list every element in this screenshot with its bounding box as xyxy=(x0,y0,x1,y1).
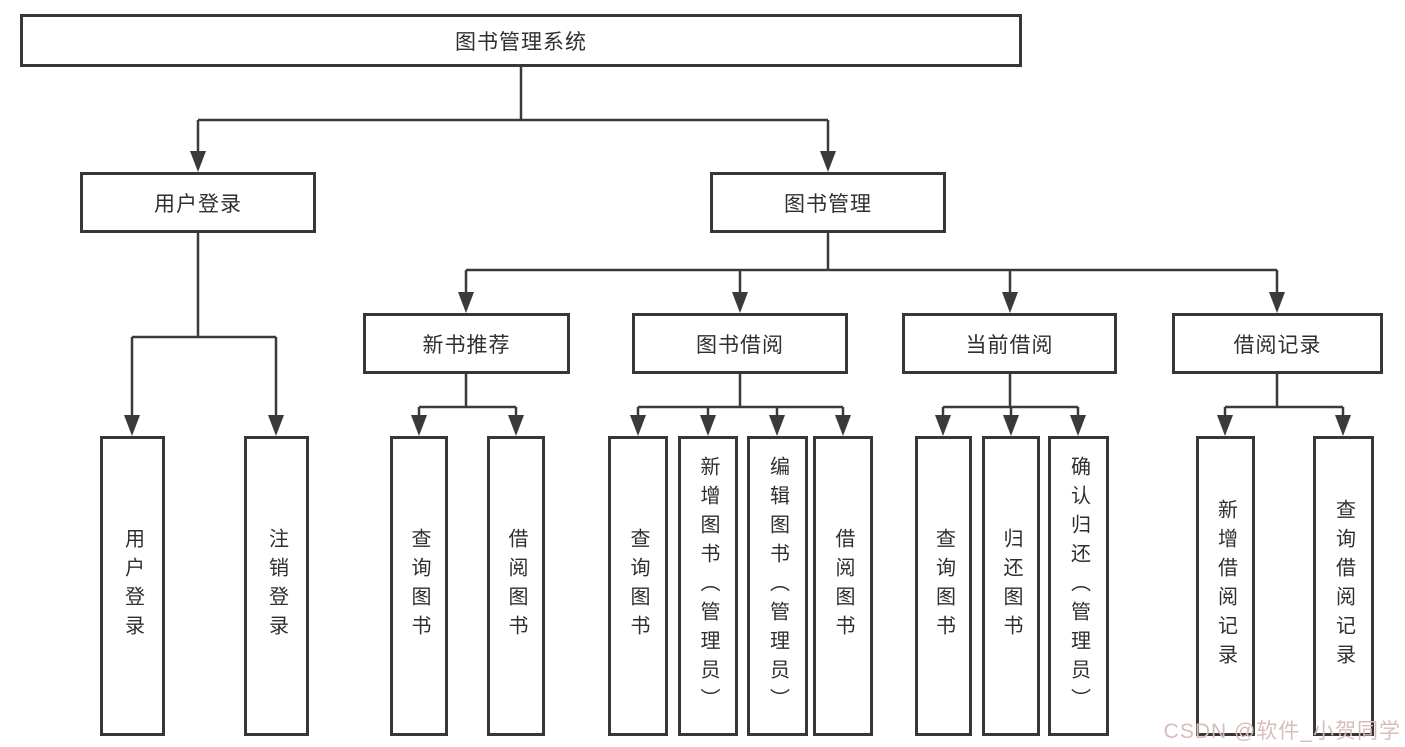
node-label: 当前借阅 xyxy=(965,333,1054,357)
node-label: 借阅记录 xyxy=(1233,333,1322,357)
node-leaf-br-query-record: 查询借阅记录 xyxy=(1313,436,1374,736)
node-label: 查询图书 xyxy=(408,528,430,644)
node-label: 用户登录 xyxy=(154,192,242,216)
node-book-borrowing: 图书借阅 xyxy=(632,313,848,374)
node-leaf-bb-edit-books-admin: 编辑图书（管理员） xyxy=(747,436,808,736)
node-label: 查询图书 xyxy=(932,528,955,644)
node-book-management: 图书管理 xyxy=(710,172,946,233)
node-leaf-logout: 注销登录 xyxy=(244,436,309,736)
node-label: 查询图书 xyxy=(627,528,649,644)
node-current-borrowing: 当前借阅 xyxy=(902,313,1117,374)
node-leaf-nbr-query-books: 查询图书 xyxy=(390,436,448,736)
node-label: 用户登录 xyxy=(121,528,144,644)
node-label: 新增图书（管理员） xyxy=(697,455,719,717)
node-leaf-cb-confirm-return-admin: 确认归还（管理员） xyxy=(1048,436,1109,736)
node-label: 借阅图书 xyxy=(505,528,527,644)
node-root-system: 图书管理系统 xyxy=(20,14,1022,67)
node-leaf-bb-borrow-books: 借阅图书 xyxy=(813,436,873,736)
csdn-watermark: CSDN @软件_小贺同学 xyxy=(1163,720,1401,743)
node-leaf-cb-return-books: 归还图书 xyxy=(982,436,1040,736)
node-leaf-cb-query-books: 查询图书 xyxy=(915,436,972,736)
node-label: 归还图书 xyxy=(1000,528,1022,644)
node-label: 图书管理 xyxy=(784,192,872,216)
node-label: 图书管理系统 xyxy=(455,30,587,54)
node-leaf-bb-add-books-admin: 新增图书（管理员） xyxy=(678,436,738,736)
node-borrow-records: 借阅记录 xyxy=(1172,313,1383,374)
node-leaf-user-login: 用户登录 xyxy=(100,436,165,736)
arrowheads xyxy=(124,151,1351,436)
node-label: 查询借阅记录 xyxy=(1332,499,1355,673)
node-label: 新书推荐 xyxy=(422,333,511,357)
node-leaf-bb-query-books: 查询图书 xyxy=(608,436,668,736)
node-label: 注销登录 xyxy=(265,528,288,644)
node-leaf-br-add-record: 新增借阅记录 xyxy=(1196,436,1255,736)
node-leaf-nbr-borrow-books: 借阅图书 xyxy=(487,436,545,736)
node-label: 新增借阅记录 xyxy=(1214,499,1237,673)
node-label: 编辑图书（管理员） xyxy=(766,455,789,717)
node-label: 图书借阅 xyxy=(696,333,784,357)
node-label: 借阅图书 xyxy=(832,528,854,644)
node-label: 确认归还（管理员） xyxy=(1067,455,1090,717)
node-user-login: 用户登录 xyxy=(80,172,316,233)
node-new-book-recommend: 新书推荐 xyxy=(363,313,570,374)
